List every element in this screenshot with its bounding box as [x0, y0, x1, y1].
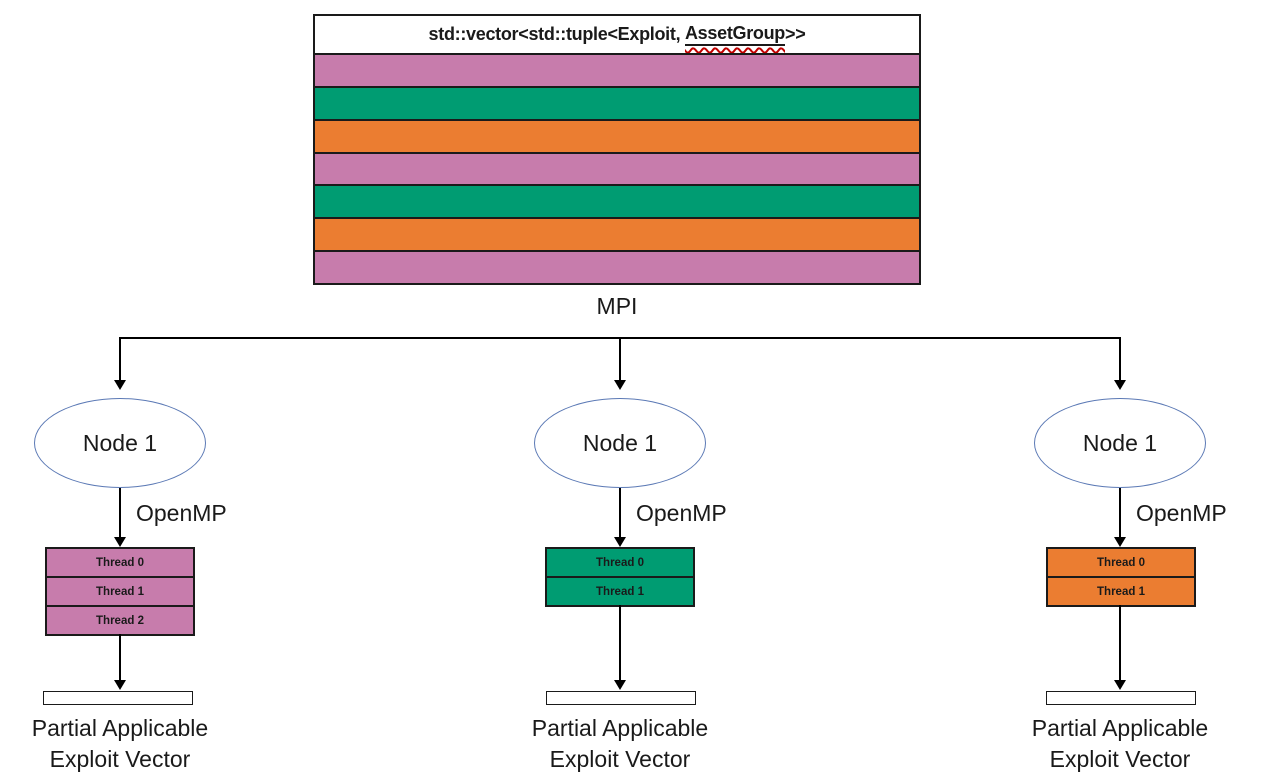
node-ellipse-middle: Node 1 — [534, 398, 706, 488]
vector-element-stripe — [313, 53, 921, 88]
node-ellipse-left: Node 1 — [34, 398, 206, 488]
thread-stack-right: Thread 0 Thread 1 — [1046, 547, 1196, 607]
thread-stack-left: Thread 0 Thread 1 Thread 2 — [45, 547, 195, 636]
vector-title: std::vector<std::tuple<Exploit, AssetGro… — [313, 14, 921, 55]
branch-drop-line-left — [119, 337, 121, 381]
arrowhead-node-middle — [614, 380, 626, 390]
arrowhead-output-middle — [614, 680, 626, 690]
output-label-line1: Partial Applicable — [531, 715, 709, 741]
openmp-line-left — [119, 488, 121, 538]
thread-row: Thread 1 — [545, 576, 695, 607]
arrowhead-output-left — [114, 680, 126, 690]
output-vector-box-middle — [546, 691, 696, 705]
arrowhead-output-right — [1114, 680, 1126, 690]
arrowhead-node-left — [114, 380, 126, 390]
arrowhead-threads-middle — [614, 537, 626, 547]
node-ellipse-right: Node 1 — [1034, 398, 1206, 488]
vector-element-stripe — [313, 217, 921, 253]
thread-row: Thread 0 — [45, 547, 195, 578]
output-label-line1: Partial Applicable — [31, 715, 209, 741]
arrowhead-threads-left — [114, 537, 126, 547]
vector-title-misspelled: AssetGroup — [684, 23, 785, 46]
output-line-middle — [619, 605, 621, 681]
output-label-middle: Partial Applicable Exploit Vector — [500, 713, 740, 775]
vector-element-stripe — [313, 151, 921, 187]
openmp-label-right: OpenMP — [1136, 500, 1227, 526]
vector-element-stripe — [313, 85, 921, 121]
mpi-label: MPI — [596, 293, 638, 319]
output-label-right: Partial Applicable Exploit Vector — [1000, 713, 1240, 775]
branch-drop-line-right — [1119, 337, 1121, 381]
openmp-label-middle: OpenMP — [636, 500, 727, 526]
thread-stack-middle: Thread 0 Thread 1 — [545, 547, 695, 607]
openmp-label-left: OpenMP — [136, 500, 227, 526]
openmp-line-middle — [619, 488, 621, 538]
output-label-line2: Exploit Vector — [49, 746, 191, 772]
vector-title-prefix: std::vector<std::tuple<Exploit, — [428, 24, 685, 44]
vector-tuple-box: std::vector<std::tuple<Exploit, AssetGro… — [313, 14, 921, 286]
output-label-line2: Exploit Vector — [1049, 746, 1191, 772]
arrowhead-node-right — [1114, 380, 1126, 390]
output-line-right — [1119, 605, 1121, 681]
output-label-line1: Partial Applicable — [1031, 715, 1209, 741]
output-label-line2: Exploit Vector — [549, 746, 691, 772]
thread-row: Thread 0 — [1046, 547, 1196, 578]
arrowhead-threads-right — [1114, 537, 1126, 547]
thread-row: Thread 0 — [545, 547, 695, 578]
output-line-left — [119, 634, 121, 681]
output-vector-box-right — [1046, 691, 1196, 705]
vector-element-stripe — [313, 250, 921, 286]
thread-row: Thread 1 — [45, 576, 195, 607]
vector-title-suffix: >> — [785, 24, 806, 44]
openmp-line-right — [1119, 488, 1121, 538]
output-vector-box-left — [43, 691, 193, 705]
output-label-left: Partial Applicable Exploit Vector — [0, 713, 240, 775]
vector-element-stripe — [313, 118, 921, 154]
branch-drop-line-middle — [619, 337, 621, 381]
vector-element-stripe — [313, 184, 921, 220]
thread-row: Thread 2 — [45, 605, 195, 636]
thread-row: Thread 1 — [1046, 576, 1196, 607]
